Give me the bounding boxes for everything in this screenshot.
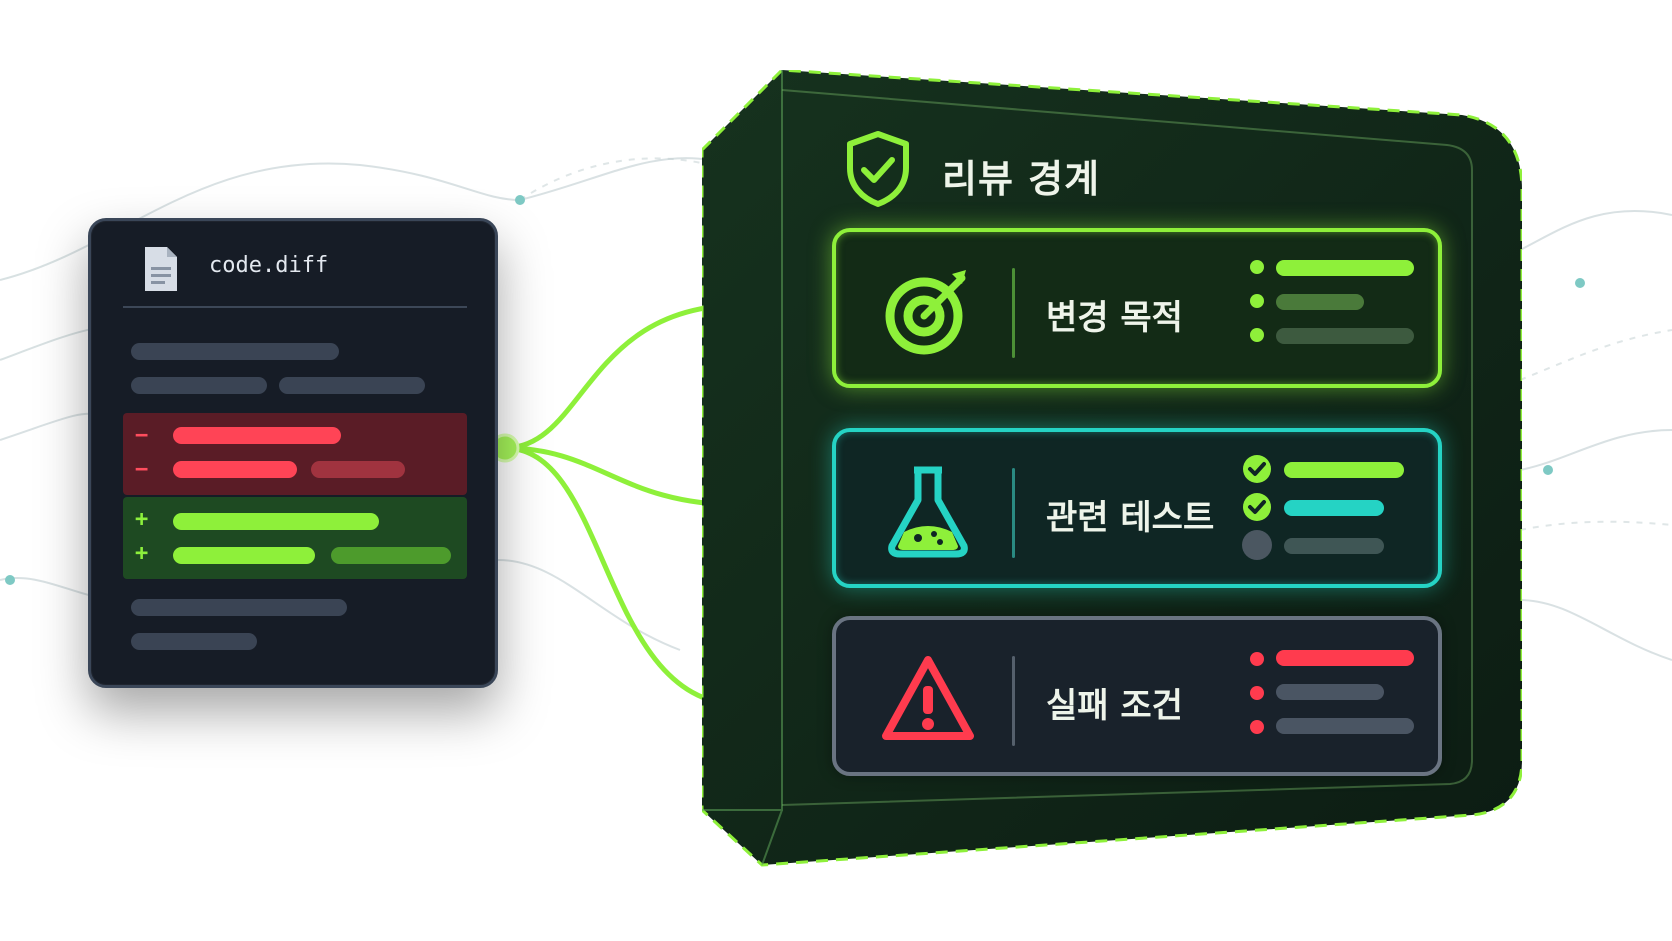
shield-check-icon [847, 131, 909, 207]
indicator-bar [1276, 260, 1414, 276]
indicator-bar [1276, 718, 1414, 734]
review-boundary-panel: 리뷰 경계 변경 목적 [702, 70, 1522, 870]
boundary-title: 리뷰 경계 [942, 157, 1101, 201]
removed-lines-block: − − [123, 413, 467, 495]
target-icon [885, 270, 966, 355]
removed-sign: − [135, 423, 149, 448]
code-diff-card: code.diff − − + + [88, 218, 498, 688]
added-line [173, 513, 379, 530]
change-purpose-label: 변경 목적 [1046, 298, 1183, 338]
indicator-dot [1250, 652, 1264, 666]
pending-circle-icon [1242, 530, 1272, 560]
indicator-bar [1276, 684, 1384, 700]
indicator-dot [1250, 294, 1264, 308]
check-circle-icon [1243, 493, 1271, 521]
added-sign: + [135, 507, 149, 532]
context-line [131, 633, 257, 650]
background-dashed-line [519, 157, 711, 201]
file-name: code.diff [209, 253, 329, 278]
file-icon [145, 247, 177, 291]
network-node [1543, 465, 1553, 475]
network-node [1575, 278, 1585, 288]
context-line [131, 377, 267, 394]
context-line [131, 343, 339, 360]
change-purpose-card: 변경 목적 [832, 228, 1442, 388]
failure-conditions-label: 실패 조건 [1046, 686, 1183, 726]
network-node [515, 195, 525, 205]
background-network-line [1519, 599, 1672, 661]
check-circle-icon [1243, 455, 1271, 483]
context-line [279, 377, 425, 394]
card-separator [1012, 268, 1015, 358]
network-node [5, 575, 15, 585]
flask-icon [888, 466, 968, 558]
indicator-dot [1250, 720, 1264, 734]
related-tests-label: 관련 테스트 [1046, 498, 1215, 538]
background-network-line [1519, 429, 1672, 471]
warning-icon [882, 656, 974, 740]
indicator-bar [1276, 650, 1414, 666]
added-sign: + [135, 541, 149, 566]
indicator-dot [1250, 686, 1264, 700]
indicator-bar [1276, 328, 1414, 344]
indicator-bar [1284, 462, 1404, 478]
background-dashed-line [1519, 329, 1672, 381]
header-divider [123, 306, 467, 308]
background-dashed-line [1519, 520, 1672, 531]
related-tests-card: 관련 테스트 [832, 428, 1442, 588]
card-separator [1012, 656, 1015, 746]
indicator-bar [1284, 538, 1384, 554]
removed-line [173, 427, 341, 444]
indicator-dot [1250, 260, 1264, 274]
added-lines-block: + + [123, 497, 467, 579]
context-line [131, 599, 347, 616]
failure-conditions-card: 실패 조건 [832, 616, 1442, 776]
background-network-line [497, 559, 681, 651]
removed-sign: − [135, 457, 149, 482]
card-separator [1012, 468, 1015, 558]
removed-line [311, 461, 405, 478]
indicator-bar [1276, 294, 1364, 310]
background-network-line [1519, 210, 1672, 251]
added-line [331, 547, 451, 564]
removed-line [173, 461, 297, 478]
background-network-line [0, 412, 101, 441]
indicator-dot [1250, 328, 1264, 342]
added-line [173, 547, 315, 564]
indicator-bar [1284, 500, 1384, 516]
